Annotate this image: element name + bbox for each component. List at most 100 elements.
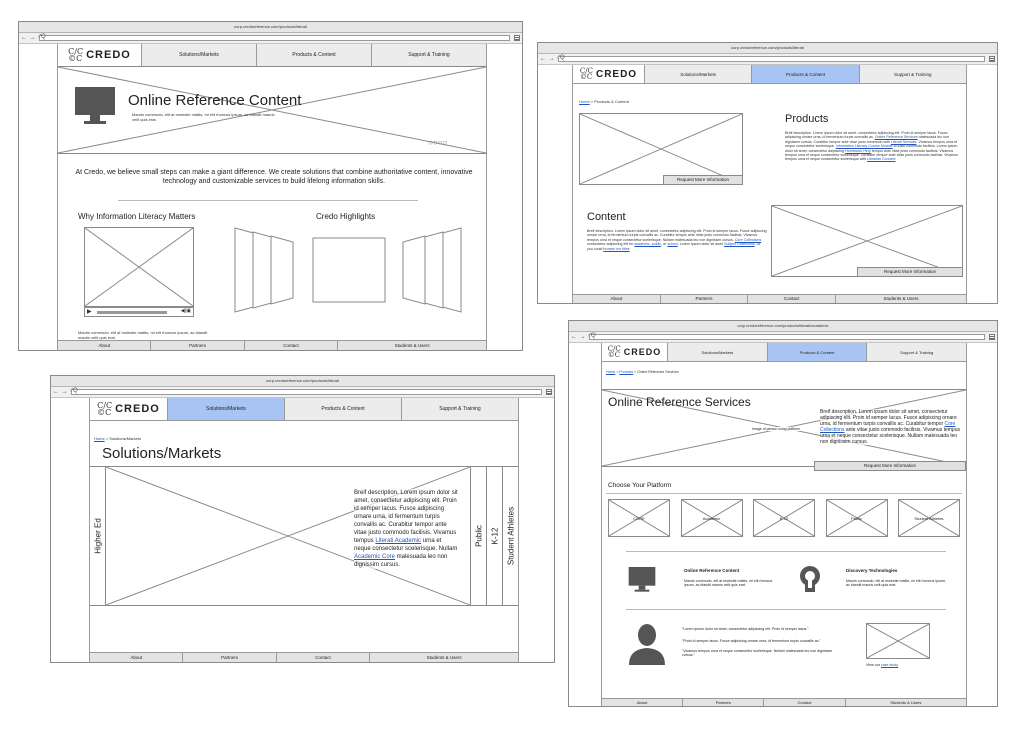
- testimonial-quote-1: "Lorem ipsum dolor sit amet, consectetur…: [682, 627, 809, 631]
- credo-logo[interactable]: C/C©C CREDO: [90, 398, 168, 420]
- testimonial-quote-3: "Vivamus tempus urna et neque consectetu…: [682, 649, 833, 658]
- link-school[interactable]: school: [667, 242, 678, 247]
- credo-logo[interactable]: C/C©C CREDO: [602, 343, 668, 361]
- market-tab-panel: Higher Ed Breif description. Lorem ipsum…: [90, 466, 518, 606]
- nav-products-content[interactable]: Products & Content: [285, 398, 402, 420]
- link-literati-academic[interactable]: Literati Academic: [375, 538, 422, 544]
- products-request-info-button[interactable]: Request More Information: [663, 175, 743, 185]
- platform-core[interactable]: CORE: [608, 499, 670, 537]
- nav-solutions-markets[interactable]: Solutions/Markets: [668, 343, 768, 361]
- link-browse-titles[interactable]: browse our titles: [603, 246, 630, 251]
- breadcrumb-products-link[interactable]: Products: [619, 370, 634, 374]
- browser-nav-buttons[interactable]: ← → C: [21, 35, 44, 41]
- url-input[interactable]: Q: [71, 388, 542, 395]
- link-core-collections[interactable]: Core Collections: [820, 421, 956, 433]
- nav-products-content[interactable]: Products & Content: [752, 65, 860, 83]
- footer-students-users[interactable]: Students & Users: [426, 655, 462, 660]
- highlights-carousel[interactable]: [233, 226, 463, 314]
- browser-nav-buttons[interactable]: ← → C: [540, 56, 563, 62]
- breadcrumb-home-link[interactable]: Home: [94, 436, 105, 441]
- browser-nav-buttons[interactable]: ← → C: [53, 389, 76, 395]
- nav-products-content[interactable]: Products & Content: [767, 343, 868, 361]
- nav-products-content[interactable]: Products & Content: [257, 44, 372, 66]
- footer-contact[interactable]: Contact: [245, 341, 339, 350]
- breadcrumb-home-link[interactable]: Home: [579, 99, 590, 104]
- nav-solutions-markets[interactable]: Solutions/Markets: [645, 65, 753, 83]
- link-homework-help[interactable]: Homework Help: [845, 148, 871, 153]
- solutions-wireframe-window: corp.credoreference.com/products/literat…: [50, 375, 555, 663]
- footer-partners[interactable]: Partners: [661, 295, 749, 303]
- footer-contact[interactable]: Contact: [764, 699, 846, 706]
- carousel-dots[interactable]: ○○○○: [428, 138, 448, 147]
- url-input[interactable]: Q: [589, 333, 985, 340]
- footer-students-users[interactable]: Students & Users: [394, 343, 430, 348]
- tab-public[interactable]: Public: [470, 467, 486, 605]
- nav-support-training[interactable]: Support & Training: [372, 44, 486, 66]
- highlights-heading: Credo Highlights: [316, 212, 376, 221]
- case-study-text: View our case study: [866, 663, 899, 667]
- play-icon[interactable]: ▶: [87, 309, 92, 315]
- browser-nav-buttons[interactable]: ← → C: [571, 334, 594, 340]
- services-wireframe-window: corp.credoreference.com/products/literat…: [568, 320, 998, 707]
- logo-mark: C/C©C: [97, 401, 113, 417]
- request-info-button[interactable]: Request More Information: [814, 461, 966, 471]
- content-request-info-button[interactable]: Request More Information: [857, 267, 963, 277]
- footer-about[interactable]: About: [90, 653, 184, 662]
- search-icon: Q: [560, 55, 565, 61]
- browser-menu-icon[interactable]: [989, 334, 995, 340]
- nav-support-training[interactable]: Support & Training: [867, 343, 967, 361]
- volume-fullscreen-icons[interactable]: ◀)▣: [180, 308, 191, 314]
- nav-solutions-markets[interactable]: Solutions/Markets: [168, 398, 285, 420]
- link-case-study[interactable]: case study: [880, 663, 899, 667]
- platform-student-athletes[interactable]: Student Athletes: [898, 499, 960, 537]
- link-subject-collections[interactable]: Subject Collections: [724, 242, 755, 247]
- nav-support-training[interactable]: Support & Training: [402, 398, 518, 420]
- divider: [118, 200, 418, 201]
- market-description: Breif description. Lorem ipsum dolor sit…: [354, 489, 458, 569]
- tab-higher-ed[interactable]: Higher Ed: [90, 467, 106, 605]
- browser-menu-icon[interactable]: [546, 389, 552, 395]
- footer-about[interactable]: About: [573, 295, 661, 303]
- link-online-reference-services[interactable]: Online Reference Services: [874, 135, 918, 140]
- video-placeholder[interactable]: [84, 227, 194, 307]
- link-academic-public[interactable]: academic, public: [634, 242, 662, 247]
- service-description: Breif description. Lorem ipsum dolor sit…: [820, 409, 962, 445]
- feature-text-discovery: Mauris commodo, elit at molestie mattis,…: [846, 579, 946, 588]
- footer-students-users[interactable]: Students & Users: [883, 296, 919, 301]
- platform-public[interactable]: Public: [825, 499, 888, 537]
- link-core-collections[interactable]: Core Collections: [734, 237, 762, 242]
- browser-menu-icon[interactable]: [514, 35, 520, 41]
- footer-students-users[interactable]: Students & Users: [890, 700, 922, 705]
- platform-academic[interactable]: Academic: [680, 499, 743, 537]
- literacy-heading: Why Information Literacy Matters: [78, 212, 196, 221]
- url-input[interactable]: Q: [558, 55, 985, 62]
- nav-support-training[interactable]: Support & Training: [859, 65, 966, 83]
- footer-contact[interactable]: Contact: [277, 653, 371, 662]
- footer-about[interactable]: About: [602, 699, 684, 706]
- tab-student-athletes[interactable]: Student Athletes: [502, 467, 518, 605]
- credo-logo[interactable]: C/C©C CREDO: [573, 65, 645, 83]
- browser-menu-icon[interactable]: [989, 56, 995, 62]
- search-icon: Q: [591, 333, 596, 339]
- tab-k12[interactable]: K-12: [486, 467, 502, 605]
- url-input[interactable]: Q: [39, 34, 510, 41]
- address-bar: ← → C Q: [51, 387, 554, 398]
- footer-contact[interactable]: Contact: [748, 295, 837, 303]
- footer-partners[interactable]: Partners: [151, 341, 245, 350]
- hero-title: Online Reference Content: [128, 92, 302, 109]
- link-academic-core[interactable]: Academic Core: [354, 554, 396, 560]
- credo-logo[interactable]: C/C©C CREDO: [58, 44, 142, 66]
- footer-partners[interactable]: Partners: [683, 699, 765, 706]
- video-progress-bar[interactable]: [97, 311, 167, 314]
- link-info-literacy-module[interactable]: Information Literacy Course Module: [835, 144, 893, 149]
- footer-partners[interactable]: Partners: [183, 653, 277, 662]
- link-librarian-connect[interactable]: Librarian Connect: [867, 157, 896, 162]
- platform-row: CORE Academic K-12 Public Student Athlet…: [608, 499, 960, 537]
- platform-k12[interactable]: K-12: [753, 499, 815, 537]
- footer-about[interactable]: About: [58, 341, 152, 350]
- breadcrumb-home-link[interactable]: Home: [606, 370, 616, 374]
- monitor-icon: [628, 565, 656, 593]
- link-literati-services[interactable]: Literati Services: [890, 139, 917, 144]
- page-title: Solutions/Markets: [102, 445, 222, 462]
- nav-solutions-markets[interactable]: Solutions/Markets: [142, 44, 257, 66]
